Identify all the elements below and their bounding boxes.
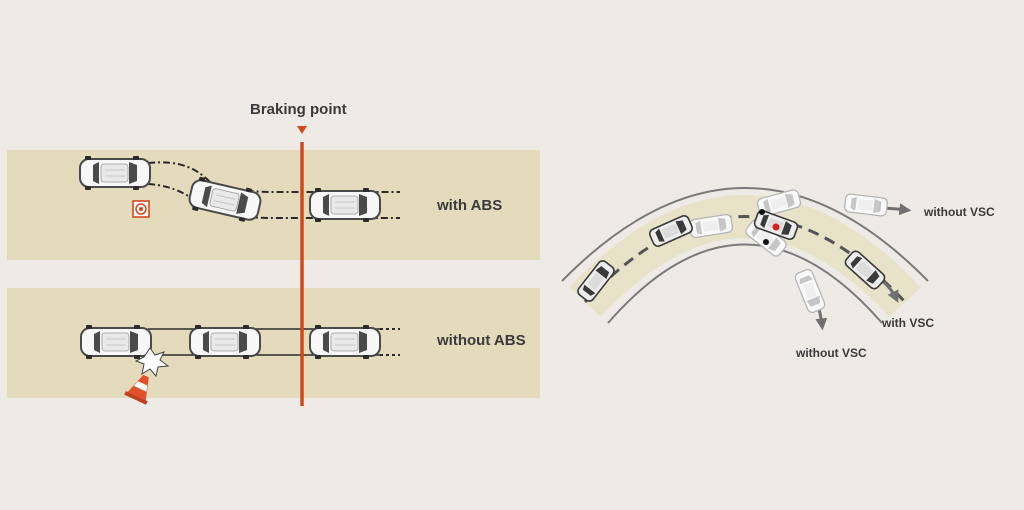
vsc-road-edge-outer <box>561 187 929 282</box>
target-obstacle-icon <box>132 200 150 218</box>
yaw-marker-black <box>763 239 769 245</box>
yaw-marker-black <box>759 209 765 215</box>
with-vsc-label: with VSC <box>882 316 935 330</box>
ghost-car <box>843 192 889 218</box>
abs-car-start <box>79 155 151 191</box>
abs-car-end <box>309 187 381 223</box>
no-abs-car-end <box>309 324 381 360</box>
without-vsc-top-label: without VSC <box>924 205 995 219</box>
without-vsc-bottom-label: without VSC <box>796 346 867 360</box>
no-abs-car-start <box>80 324 152 360</box>
yaw-marker-red <box>772 223 780 231</box>
traffic-cone-icon <box>124 374 149 405</box>
without-abs-label: without ABS <box>437 332 526 349</box>
with-abs-label: with ABS <box>437 197 503 214</box>
no-abs-car-mid <box>189 324 261 360</box>
braking-point-marker-icon <box>297 126 307 134</box>
collision-burst-icon <box>134 347 170 378</box>
braking-point-label: Braking point <box>250 101 347 118</box>
ghost-car <box>793 267 827 315</box>
vsc-road-edge-inner <box>607 243 883 324</box>
